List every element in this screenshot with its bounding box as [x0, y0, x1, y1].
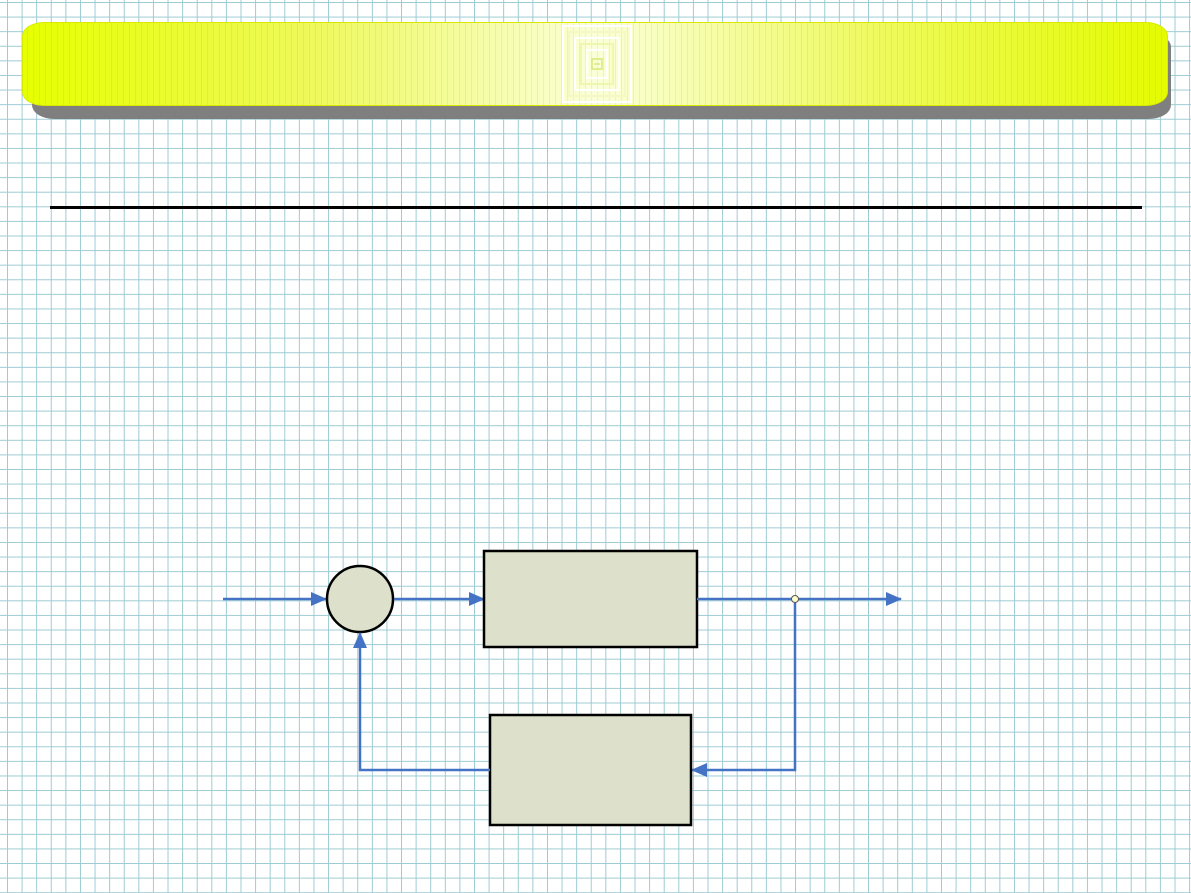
title-banner: [20, 20, 1172, 120]
feedback-path-arrow: [691, 603, 797, 777]
title-underline: [50, 206, 1142, 209]
takeoff-point: [791, 595, 799, 603]
summing-junction: [325, 564, 395, 634]
feedback-block: [488, 713, 693, 827]
forward-block: [482, 549, 699, 649]
banner-bar: [22, 22, 1168, 106]
feedback-return-arrow: [353, 632, 490, 772]
banner-emblem-icon: [562, 25, 632, 103]
